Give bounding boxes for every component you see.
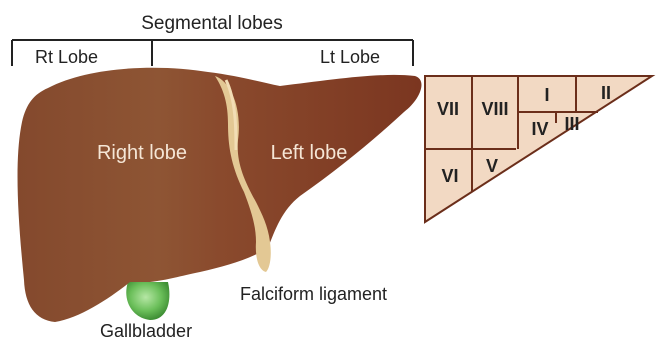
segment-iii-label: III (564, 114, 579, 134)
gallbladder-shape (126, 282, 169, 320)
right-lobe-label: Right lobe (97, 142, 187, 164)
segment-ii-label: II (601, 83, 611, 103)
segment-viii-label: VIII (481, 99, 508, 119)
segment-i-label: I (544, 85, 549, 105)
segment-v-label: V (486, 156, 498, 176)
segmental-lobes-title: Segmental lobes (141, 13, 283, 34)
segment-iv-label: IV (531, 119, 548, 139)
rt-lobe-label: Rt Lobe (35, 47, 98, 67)
segment-diagram (425, 76, 652, 222)
falciform-ligament-label: Falciform ligament (240, 284, 387, 304)
segment-vii-label: VII (437, 99, 459, 119)
left-lobe-label: Left lobe (271, 142, 348, 164)
segment-vi-label: VI (441, 166, 458, 186)
lt-lobe-label: Lt Lobe (320, 47, 380, 67)
gallbladder-label: Gallbladder (100, 321, 192, 341)
